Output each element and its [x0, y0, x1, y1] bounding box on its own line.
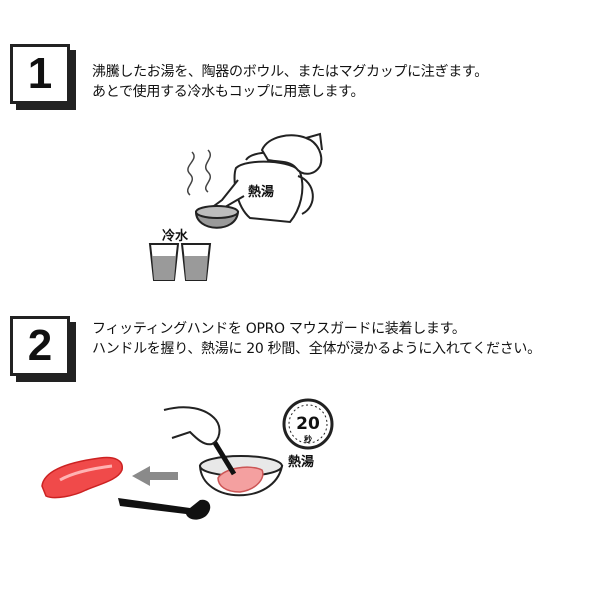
- step2-instructions: フィッティングハンドを OPRO マウスガードに装着します。 ハンドルを握り、熱…: [92, 319, 541, 359]
- step2-number-box: 2: [10, 316, 70, 376]
- timer-unit: 秒: [304, 434, 312, 444]
- timer-icon: [282, 398, 334, 450]
- hand-icon: [163, 406, 221, 446]
- hand-icon: [260, 134, 323, 175]
- step1-number: 1: [27, 49, 53, 98]
- step1-number-box: 1: [10, 44, 70, 104]
- mouthguard-fitting-illustration: 20 秒 熱湯: [41, 398, 334, 520]
- cold-water-label: 冷水: [162, 228, 189, 244]
- timer-value: 20: [296, 414, 320, 434]
- cold-water-cups-illustration: 冷水: [148, 228, 212, 281]
- steam-icon: [187, 151, 195, 196]
- step2-number: 2: [27, 321, 53, 370]
- step2-line1: フィッティングハンドを OPRO マウスガードに装着します。: [92, 321, 466, 337]
- steam-icon: [205, 149, 211, 193]
- step2-line2: ハンドルを握り、熱湯に 20 秒間、全体が浸かるように入れてください。: [92, 341, 541, 357]
- step1-line2: あとで使用する冷水もコップに用意します。: [92, 84, 365, 100]
- step1-instructions: 沸騰したお湯を、陶器のボウル、またはマグカップに注ぎます。 あとで使用する冷水も…: [92, 62, 488, 102]
- arrow-left-icon: [132, 466, 178, 486]
- hot-water-label: 熱湯: [288, 454, 314, 470]
- hot-water-label: 熱湯: [248, 184, 274, 200]
- fitting-hand-tool-icon: [118, 498, 211, 520]
- mouthguard-icon: [41, 456, 123, 499]
- step1-line1: 沸騰したお湯を、陶器のボウル、またはマグカップに注ぎます。: [92, 64, 488, 80]
- kettle-pouring-illustration: 熱湯: [187, 132, 323, 229]
